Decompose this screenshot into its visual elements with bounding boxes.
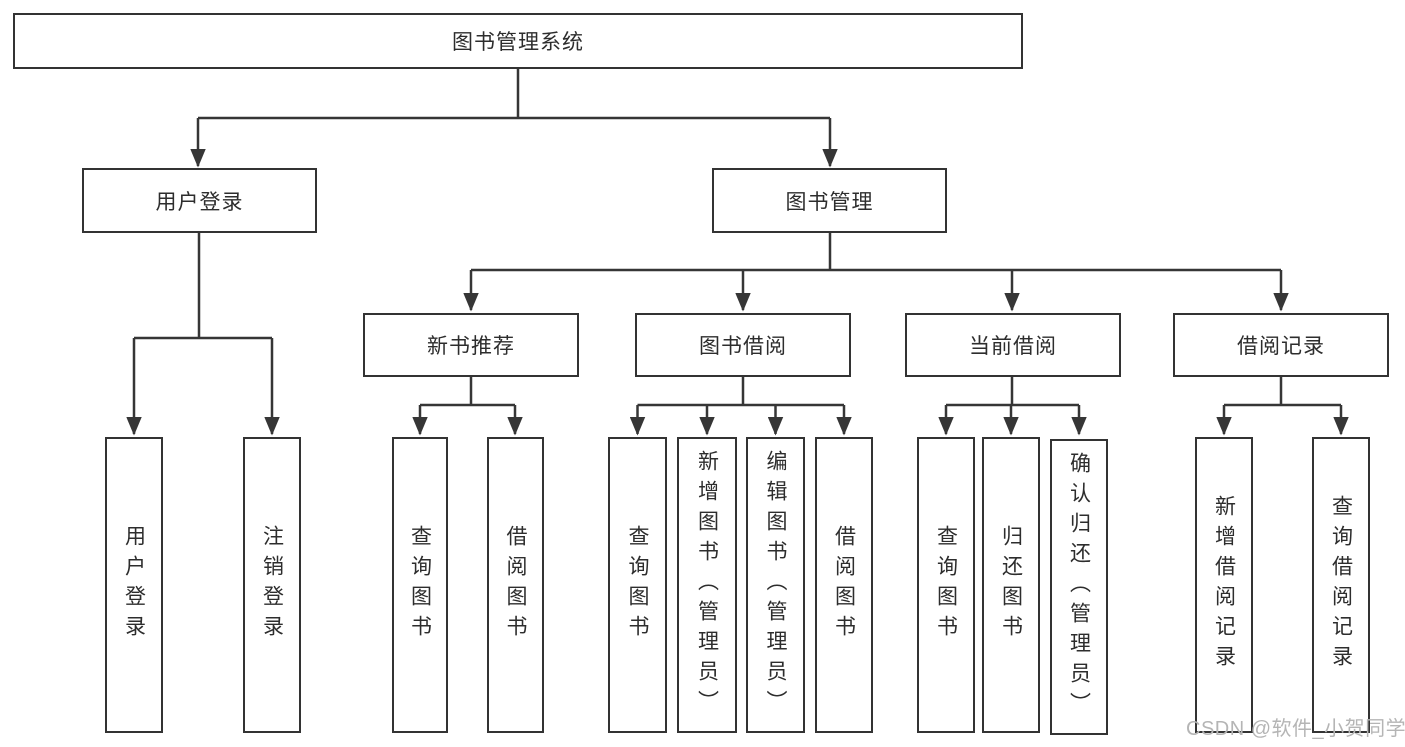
node-borrowing-records: 借阅记录	[1173, 313, 1389, 377]
node-current-borrowing: 当前借阅	[905, 313, 1121, 377]
leaf-add-borrow-record: 新增借阅记录	[1195, 437, 1253, 733]
node-book-borrowing: 图书借阅	[635, 313, 851, 377]
csdn-watermark: CSDN @软件_小贺同学	[1186, 718, 1405, 740]
leaf-logout: 注销登录	[243, 437, 301, 733]
leaf-return-books: 归还图书	[982, 437, 1040, 733]
node-user-login-branch: 用户登录	[82, 168, 317, 233]
leaf-edit-books-admin: 编辑图书（管理员）	[746, 437, 805, 733]
leaf-query-borrow-record: 查询借阅记录	[1312, 437, 1370, 733]
leaf-borrowing-query-books: 查询图书	[608, 437, 667, 733]
leaf-current-query-books: 查询图书	[917, 437, 975, 733]
leaf-confirm-return-admin: 确认归还（管理员）	[1050, 439, 1108, 735]
node-new-book-recommendation: 新书推荐	[363, 313, 579, 377]
node-root-system: 图书管理系统	[13, 13, 1023, 69]
leaf-add-books-admin: 新增图书（管理员）	[677, 437, 737, 733]
leaf-recommend-query-books: 查询图书	[392, 437, 448, 733]
leaf-borrow-books: 借阅图书	[815, 437, 873, 733]
node-book-management-branch: 图书管理	[712, 168, 947, 233]
leaf-user-login: 用户登录	[105, 437, 163, 733]
leaf-recommend-borrow-books: 借阅图书	[487, 437, 544, 733]
